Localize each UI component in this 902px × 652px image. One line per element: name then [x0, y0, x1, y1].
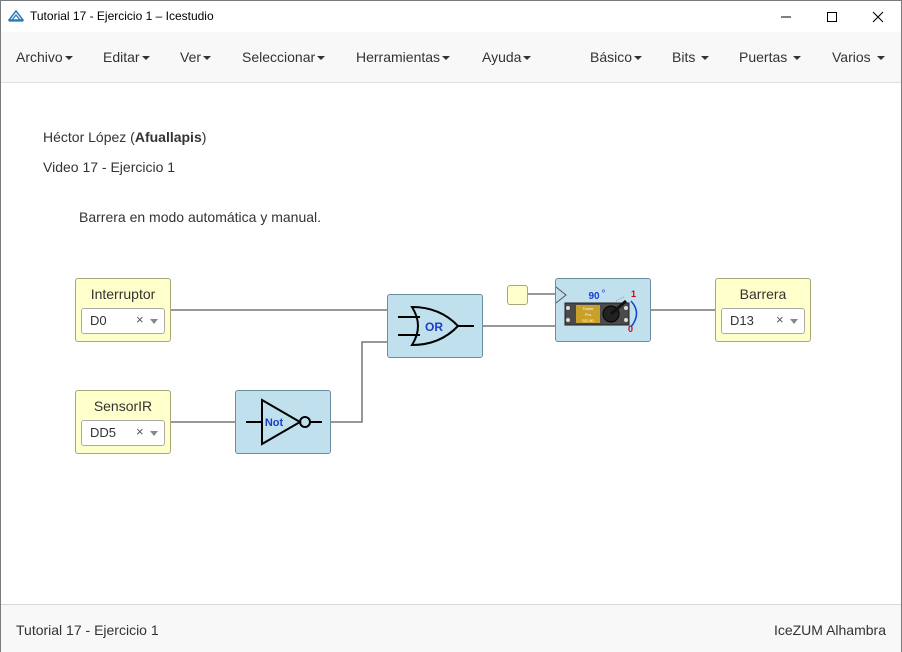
- minimize-icon: [781, 16, 791, 17]
- window-title: Tutorial 17 - Ejercicio 1 – Icestudio: [30, 9, 214, 23]
- status-bar: Tutorial 17 - Ejercicio 1 IceZUM Alhambr…: [1, 604, 901, 652]
- output-block-barrera[interactable]: Barrera D13 ×: [715, 278, 811, 342]
- caret-down-icon: [64, 56, 73, 61]
- title-bar: Tutorial 17 - Ejercicio 1 – Icestudio: [1, 1, 901, 32]
- menu-ver-label: Ver: [180, 49, 202, 65]
- maximize-icon: [827, 11, 837, 22]
- menu-bar: Archivo Editar Ver Seleccionar Herramien…: [1, 32, 901, 83]
- caret-down-icon: [203, 56, 212, 61]
- icestudio-logo-icon: [8, 9, 24, 22]
- menu-editar[interactable]: Editar: [103, 49, 150, 65]
- output-label: Barrera: [739, 286, 787, 302]
- dropdown-arrow-icon[interactable]: [790, 319, 798, 324]
- minimize-button[interactable]: [763, 1, 809, 32]
- not-gate-block[interactable]: Not: [235, 390, 331, 454]
- wire-not-or: [330, 341, 389, 423]
- servo-degree: º: [602, 288, 605, 297]
- menu-archivo-label: Archivo: [16, 49, 63, 65]
- caret-down-icon: [317, 56, 326, 61]
- pin-select[interactable]: DD5 ×: [81, 420, 165, 446]
- menu-seleccionar[interactable]: Seleccionar: [242, 49, 326, 65]
- menu-archivo[interactable]: Archivo: [16, 49, 73, 65]
- caret-down-icon: [876, 56, 885, 61]
- clear-icon[interactable]: ×: [776, 312, 784, 327]
- pin-select[interactable]: D0 ×: [81, 308, 165, 334]
- project-name: Tutorial 17 - Ejercicio 1: [16, 622, 159, 638]
- or-gate-label: OR: [425, 320, 443, 334]
- menu-ayuda-label: Ayuda: [482, 49, 522, 65]
- clear-icon[interactable]: ×: [136, 312, 144, 327]
- wires-layer: [170, 293, 716, 423]
- input-block-sensorir[interactable]: SensorIR DD5 ×: [75, 390, 171, 454]
- pin-value: D13: [730, 313, 754, 328]
- not-gate-label: Not: [265, 417, 284, 429]
- servo-one: 1: [631, 289, 636, 299]
- menu-varios[interactable]: Varios: [832, 49, 885, 65]
- subtitle-note: Video 17 - Ejercicio 1: [43, 159, 176, 175]
- caret-down-icon: [141, 56, 150, 61]
- menu-puertas-label: Puertas: [739, 49, 788, 65]
- caret-down-icon: [523, 56, 532, 61]
- dropdown-arrow-icon[interactable]: [150, 319, 158, 324]
- pin-value: D0: [90, 313, 107, 328]
- not-gate-icon: Not: [246, 398, 322, 446]
- input-label: SensorIR: [93, 398, 153, 414]
- menu-varios-label: Varios: [832, 49, 871, 65]
- clear-icon[interactable]: ×: [136, 424, 144, 439]
- author-prefix: Héctor López (: [43, 129, 135, 145]
- menu-ayuda[interactable]: Ayuda: [482, 49, 532, 65]
- menu-bits-label: Bits: [672, 49, 696, 65]
- menu-puertas[interactable]: Puertas: [739, 49, 802, 65]
- close-icon: [872, 11, 884, 22]
- caret-down-icon: [701, 56, 710, 61]
- menu-editar-label: Editar: [103, 49, 140, 65]
- menu-seleccionar-label: Seleccionar: [242, 49, 316, 65]
- maximize-button[interactable]: [809, 1, 855, 32]
- caret-down-icon: [442, 56, 451, 61]
- menu-herramientas[interactable]: Herramientas: [356, 49, 451, 65]
- author-note: Héctor López (Afuallapis): [43, 129, 206, 145]
- input-block-interruptor[interactable]: Interruptor D0 ×: [75, 278, 171, 342]
- or-gate-block[interactable]: OR: [387, 294, 483, 358]
- design-canvas[interactable]: Héctor López (Afuallapis) Video 17 - Eje…: [1, 83, 901, 604]
- dropdown-arrow-icon[interactable]: [150, 431, 158, 436]
- servo-icon: 90 º 1 0 Tower Pro SG-90: [555, 286, 638, 334]
- board-name[interactable]: IceZUM Alhambra: [773, 622, 886, 638]
- close-button[interactable]: [855, 1, 901, 32]
- menu-basico[interactable]: Básico: [590, 49, 643, 65]
- author-suffix: ): [201, 129, 207, 145]
- description-note: Barrera en modo automática y manual.: [79, 209, 322, 225]
- menu-ver[interactable]: Ver: [180, 49, 212, 65]
- servo-block[interactable]: 90 º 1 0 Tower Pro SG-90: [555, 278, 651, 342]
- pin-value: DD5: [90, 425, 117, 440]
- or-gate-icon: OR: [398, 305, 474, 347]
- menu-bits[interactable]: Bits: [672, 49, 710, 65]
- constant-input-block[interactable]: [507, 285, 528, 305]
- caret-down-icon: [793, 56, 802, 61]
- servo-angle: 90: [588, 291, 600, 302]
- servo-chip-line-1: Tower: [583, 306, 594, 311]
- menu-herramientas-label: Herramientas: [356, 49, 441, 65]
- servo-zero: 0: [628, 324, 633, 334]
- pin-select[interactable]: D13 ×: [721, 308, 805, 334]
- author-nick: Afuallapis: [134, 129, 202, 145]
- caret-down-icon: [634, 56, 643, 61]
- menu-basico-label: Básico: [590, 49, 633, 65]
- input-label: Interruptor: [90, 286, 156, 302]
- servo-chip-line-2: Pro: [585, 312, 592, 317]
- servo-chip-line-3: SG-90: [582, 318, 594, 323]
